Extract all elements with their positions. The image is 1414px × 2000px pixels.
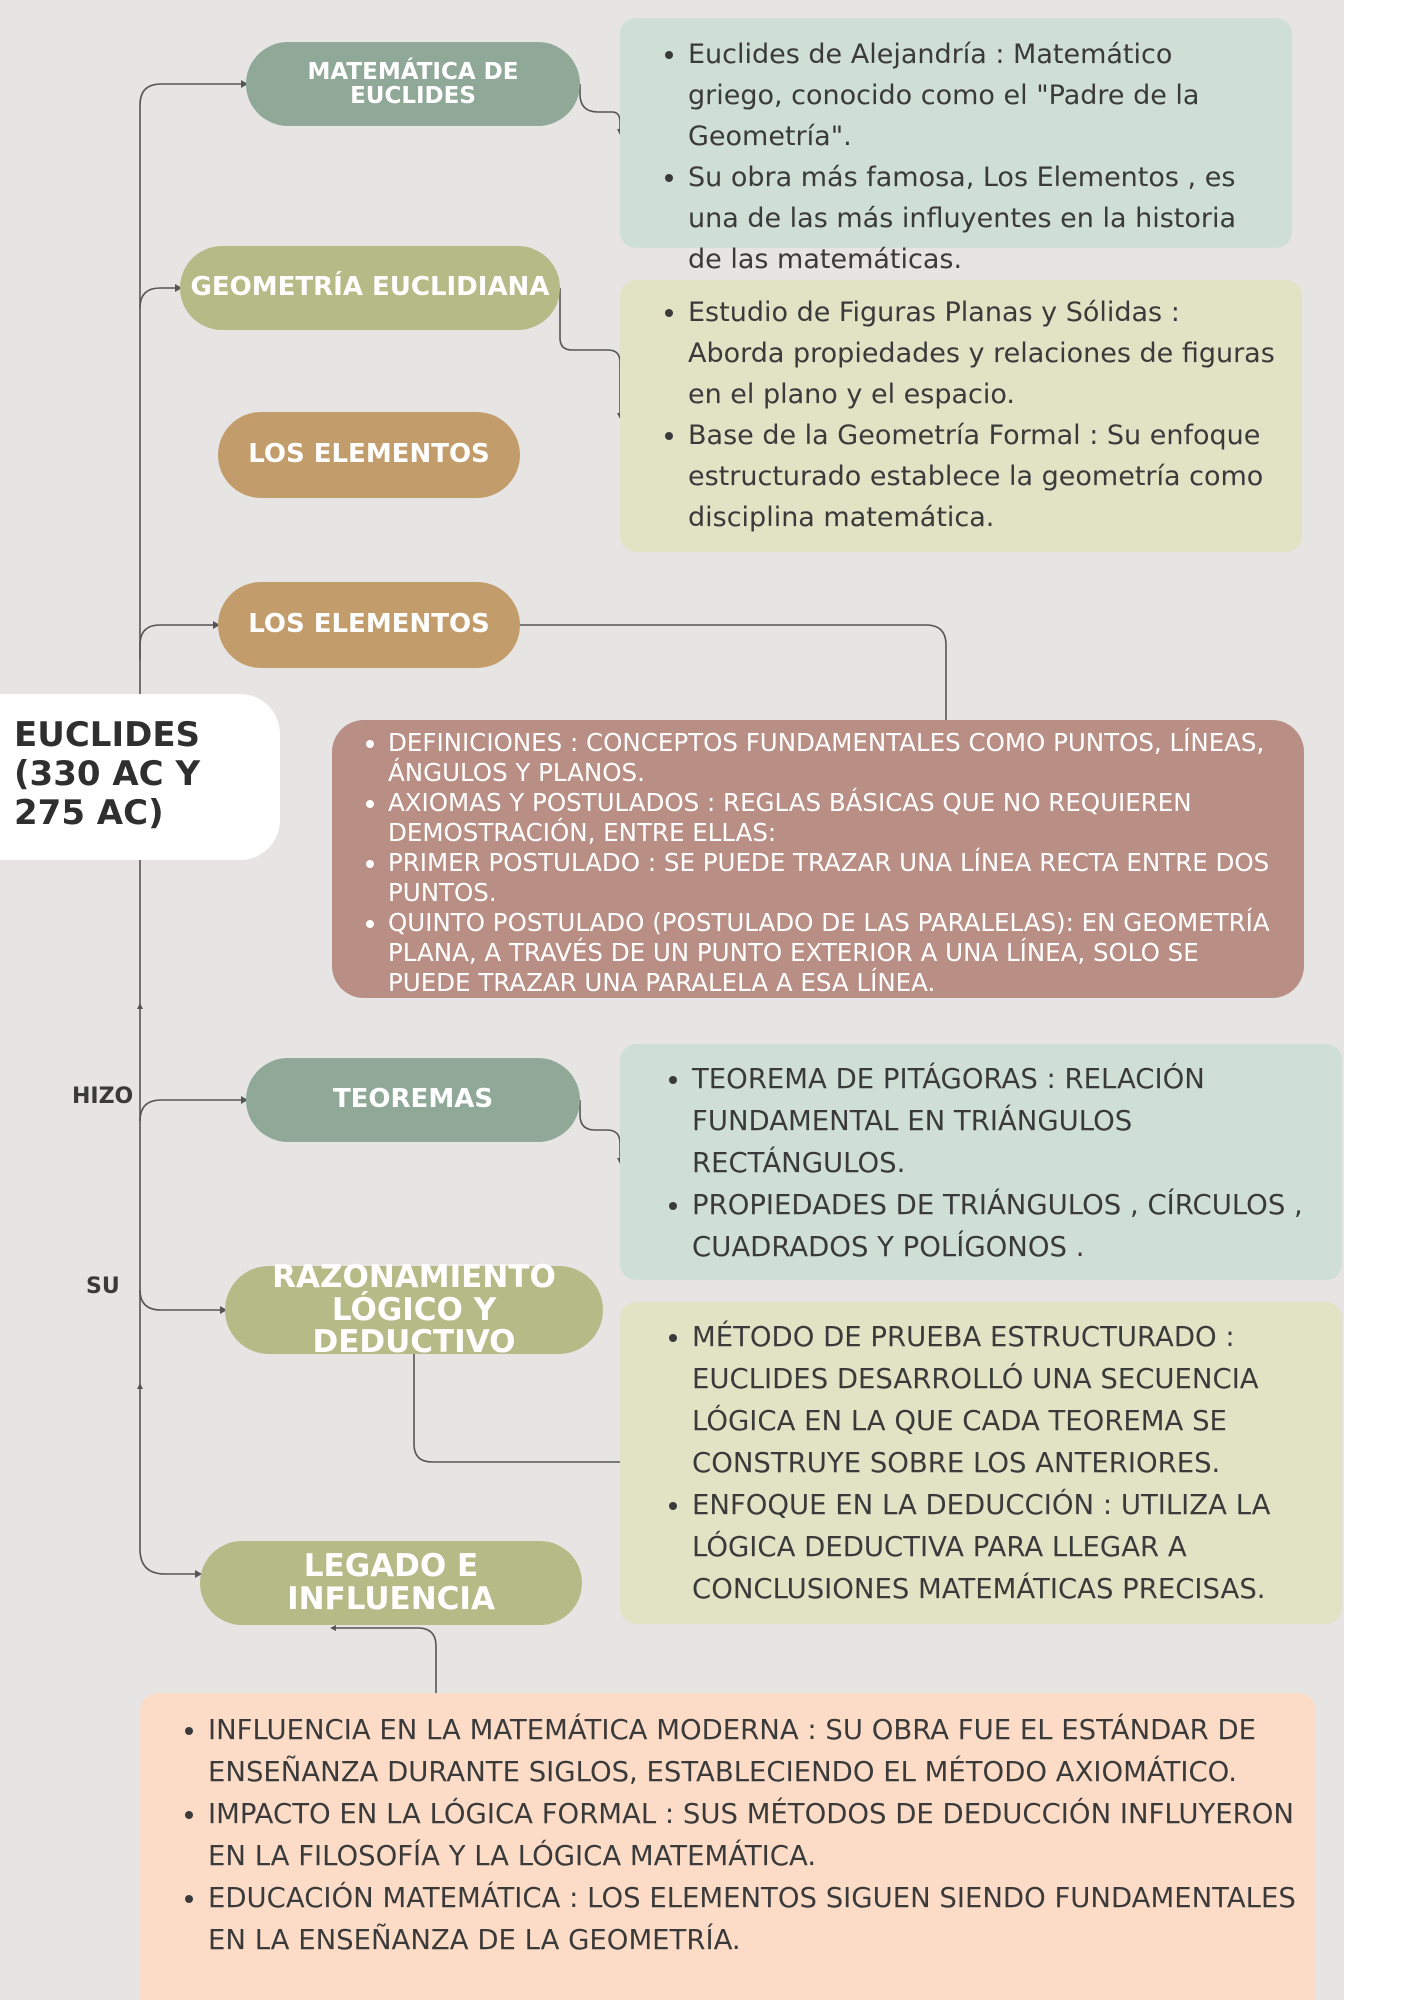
bullet-item: AXIOMAS Y POSTULADOS : REGLAS BÁSICAS QU… [388,788,1280,848]
trunk-line [139,1099,246,1122]
arrowhead [220,1306,227,1314]
node-legado-e-influencia: LEGADO E INFLUENCIA [200,1541,582,1625]
bullet-item: EDUCACIÓN MATEMÁTICA : LOS ELEMENTOS SIG… [208,1877,1296,1961]
bullet-list: INFLUENCIA EN LA MATEMÁTICA MODERNA : SU… [176,1709,1296,1961]
box-geometria-euclidiana: Estudio de Figuras Planas y Sólidas : Ab… [620,280,1302,552]
connector-line [579,1100,621,1162]
bullet-item: PROPIEDADES DE TRIÁNGULOS , CÍRCULOS , C… [692,1184,1326,1268]
box-los-elementos: DEFINICIONES : CONCEPTOS FUNDAMENTALES C… [332,720,1304,998]
trunk-line [139,1289,225,1311]
node-label: LOS ELEMENTOS [248,609,490,640]
label-su: SU [86,1274,120,1299]
node-matematica-de-euclides: MATEMÁTICA DE EUCLIDES [246,42,580,126]
node-label: LÓGICO Y DEDUCTIVO [312,1291,516,1361]
bullet-list: DEFINICIONES : CONCEPTOS FUNDAMENTALES C… [356,728,1280,998]
central-line: (330 AC Y [14,754,201,794]
box-matematica-de-euclides: Euclides de Alejandría : Matemático grie… [620,18,1292,275]
node-geometria-euclidiana: GEOMETRÍA EUCLIDIANA [180,246,560,330]
trunk-line [139,624,218,660]
connector-line [520,624,947,720]
node-label: INFLUENCIA [287,1581,495,1617]
node-razonamiento-logico-y-deductivo: RAZONAMIENTO LÓGICO Y DEDUCTIVO [225,1261,603,1359]
bullet-list: Euclides de Alejandría : Matemático grie… [656,34,1272,280]
node-los-elementos-1: LOS ELEMENTOS [218,412,520,498]
label-hizo: HIZO [72,1084,134,1109]
bullet-item: DEFINICIONES : CONCEPTOS FUNDAMENTALES C… [388,728,1280,788]
bullet-item: MÉTODO DE PRUEBA ESTRUCTURADO : EUCLIDES… [692,1316,1326,1484]
bullet-item: Base de la Geometría Formal : Su enfoque… [688,415,1282,538]
trunk-line [139,83,246,694]
node-label: EUCLIDES [350,83,476,109]
bullet-item: PRIMER POSTULADO : SE PUEDE TRAZAR UNA L… [388,848,1280,908]
arrowhead [137,1003,143,1009]
bullet-item: IMPACTO EN LA LÓGICA FORMAL : SUS MÉTODO… [208,1793,1296,1877]
box-legado: INFLUENCIA EN LA MATEMÁTICA MODERNA : SU… [140,1693,1316,2000]
arrowhead [213,621,220,629]
node-label: GEOMETRÍA EUCLIDIANA [190,272,550,303]
bullet-item: QUINTO POSTULADO (POSTULADO DE LAS PARAL… [388,908,1280,998]
node-label: MATEMÁTICA DE [307,58,519,85]
bullet-item: Euclides de Alejandría : Matemático grie… [688,34,1272,157]
bullet-item: INFLUENCIA EN LA MATEMÁTICA MODERNA : SU… [208,1709,1296,1793]
arrowhead [330,1625,336,1631]
bullet-list: TEOREMA DE PITÁGORAS : RELACIÓN FUNDAMEN… [660,1058,1326,1268]
connector-line [579,84,621,133]
node-label: LOS ELEMENTOS [248,439,490,470]
bullet-item: TEOREMA DE PITÁGORAS : RELACIÓN FUNDAMEN… [692,1058,1326,1184]
arrowhead [175,284,182,292]
central-node-euclides: EUCLIDES (330 AC Y 275 AC) [0,694,280,860]
node-label: TEOREMAS [332,1084,494,1115]
arrowhead [195,1570,202,1578]
trunk-line [139,860,200,1575]
bullet-item: Estudio de Figuras Planas y Sólidas : Ab… [688,292,1282,415]
connector-line [332,1627,437,1693]
box-teoremas: TEOREMA DE PITÁGORAS : RELACIÓN FUNDAMEN… [620,1044,1342,1280]
bullet-list: MÉTODO DE PRUEBA ESTRUCTURADO : EUCLIDES… [660,1316,1326,1610]
arrowhead [241,1096,248,1104]
node-los-elementos-2: LOS ELEMENTOS [218,582,520,668]
node-label: LEGADO E [303,1548,479,1585]
central-line: 275 AC) [14,793,164,833]
node-teoremas: TEOREMAS [246,1058,580,1142]
bullet-item: ENFOQUE EN LA DEDUCCIÓN : UTILIZA LA LÓG… [692,1484,1326,1610]
node-label: RAZONAMIENTO [272,1259,556,1296]
trunk-line [139,287,180,309]
bullet-item: Su obra más famosa, Los Elementos , es u… [688,157,1272,280]
arrowhead [137,1383,143,1389]
arrowhead [241,80,248,88]
bullet-list: Estudio de Figuras Planas y Sólidas : Ab… [656,292,1282,538]
connector-line [413,1347,620,1463]
central-line: EUCLIDES [14,715,201,755]
box-razonamiento: MÉTODO DE PRUEBA ESTRUCTURADO : EUCLIDES… [620,1302,1342,1624]
connector-line [559,288,621,417]
